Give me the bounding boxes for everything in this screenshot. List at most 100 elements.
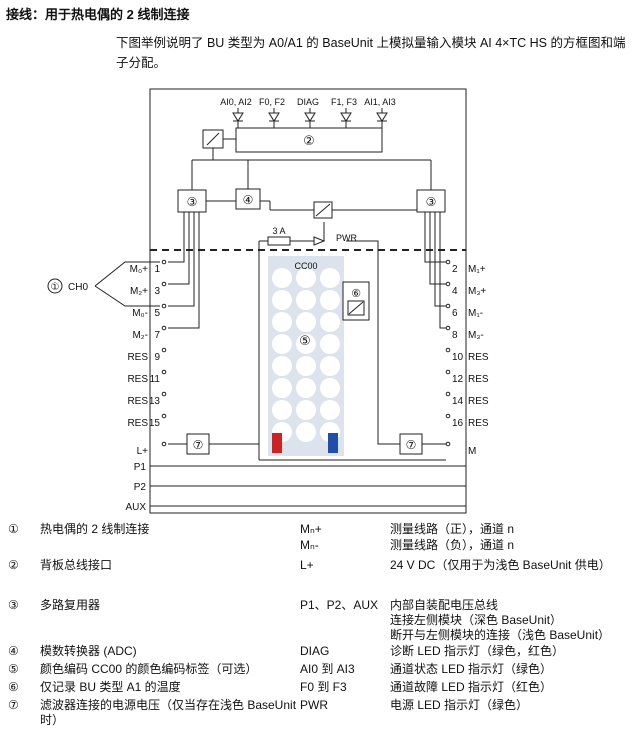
legend-num: ④ (8, 644, 19, 658)
intro-paragraph: 下图举例说明了 BU 类型为 A0/A1 的 BaseUnit 上模拟量输入模块… (116, 36, 626, 70)
legend-sym: PWR (300, 698, 328, 712)
right-terminal-label: RES (468, 374, 489, 385)
thermocouple (94, 261, 160, 307)
bus-label: P1 (134, 462, 147, 473)
svg-text:⑦: ⑦ (193, 438, 204, 452)
legend-row: ⑤ 颜色编码 CC00 的颜色编码标签（可选） AI0 到 AI3 通道状态 LED … (0, 662, 640, 680)
legend-num: ⑥ (8, 680, 19, 694)
fuse (267, 236, 291, 246)
led-label: DIAG (297, 97, 319, 107)
legend-text: 颜色编码 CC00 的颜色编码标签（可选） (40, 662, 258, 676)
legend-sym: AI0 到 AI3 (300, 662, 355, 676)
bus-label: AUX (125, 502, 146, 513)
svg-text:①: ① (51, 282, 60, 293)
right-terminal-number: 14 (452, 396, 464, 407)
terminal-cell (296, 400, 316, 420)
legend-text: 模数转换器 (ADC) (40, 644, 137, 658)
led-label: F1, F3 (331, 97, 357, 107)
led-label: F0, F2 (259, 97, 285, 107)
legend-sym: L+ (300, 558, 314, 572)
terminal-cell (272, 400, 292, 420)
legend-desc: 通道状态 LED 指示灯（绿色） (390, 662, 553, 676)
left-terminal-label: RES (127, 352, 148, 363)
right-terminal-number: 2 (452, 264, 458, 275)
left-terminal-number: 1 (154, 264, 160, 275)
legend-num: ⑤ (8, 662, 19, 676)
terminal-point (161, 441, 167, 447)
legend-desc: 内部自装配电压总线 连接左侧模块（深色 BaseUnit） 断开与左侧模块的连接… (390, 598, 611, 642)
right-terminal-label: M (468, 446, 476, 457)
adc-block (235, 188, 261, 210)
terminal-point (161, 391, 167, 397)
left-terminal-number: 15 (149, 418, 161, 429)
terminal-cell (272, 290, 292, 310)
terminal-point (445, 441, 451, 447)
terminal-point (161, 369, 167, 375)
legend-desc: 电源 LED 指示灯（绿色） (390, 698, 529, 712)
terminal-point (445, 391, 451, 397)
terminal-cell (320, 378, 340, 398)
legend-desc: 诊断 LED 指示灯（绿色，红色） (390, 644, 565, 658)
terminal-cell (296, 334, 316, 354)
legend-num: ③ (8, 598, 19, 612)
right-terminal-label: M₃- (468, 330, 484, 341)
terminal-point (445, 347, 451, 353)
right-terminal-label: RES (468, 396, 489, 407)
left-terminal-label: M₀+ (130, 264, 148, 275)
terminal-cell (320, 356, 340, 376)
left-terminal-number: 7 (154, 330, 160, 341)
left-terminal-number: 11 (150, 374, 161, 385)
right-terminal-label: M₃+ (468, 286, 486, 297)
terminal-cell (272, 334, 292, 354)
right-terminal-number: 10 (452, 352, 464, 363)
red-marker (272, 433, 282, 453)
terminal-cell (320, 312, 340, 332)
svg-text:⑥: ⑥ (351, 288, 361, 300)
legend-desc: 测量线路（负），通道 n (390, 538, 515, 552)
legend-text: 背板总线接口 (40, 558, 113, 572)
pwr-label: PWR (336, 233, 357, 243)
right-terminal-label: M₁- (468, 308, 483, 319)
terminal-cell (296, 268, 316, 288)
left-terminal-label: M₀- (132, 308, 148, 319)
legend-sym: F0 到 F3 (300, 680, 347, 694)
right-terminal-label: RES (468, 352, 489, 363)
terminal-cell (296, 356, 316, 376)
legend-text: 仅记录 BU 类型 A1 的温度 (40, 680, 181, 694)
color-code-label: CC00 (294, 261, 317, 271)
legend-num: ① (8, 522, 19, 536)
terminal-point (161, 281, 167, 287)
terminal-point (445, 325, 451, 331)
multiplexer-right (416, 189, 446, 213)
terminal-cell (272, 356, 292, 376)
legend-num: ② (8, 558, 19, 572)
right-terminal-number: 16 (452, 418, 464, 429)
terminal-cell (272, 268, 292, 288)
terminal-cell (296, 378, 316, 398)
left-terminal-label: RES (127, 396, 148, 407)
right-terminal-label: M₁+ (468, 264, 486, 275)
channel-label: CH0 (68, 282, 88, 293)
legend-row: Mₙ- 测量线路（负），通道 n (0, 538, 640, 556)
right-terminal-label: RES (468, 418, 489, 429)
terminal-point (445, 303, 451, 309)
legend-sym: Mₙ+ (300, 522, 322, 536)
left-terminal-number: 13 (149, 396, 161, 407)
fuse-label: 3 A (272, 226, 285, 236)
legend-sym: DIAG (300, 644, 330, 658)
blue-marker (328, 433, 338, 453)
legend-num: ⑦ (8, 698, 19, 712)
legend-sym: Mₙ- (300, 538, 319, 552)
right-terminal-number: 12 (452, 374, 464, 385)
left-terminal-label: L+ (137, 446, 149, 457)
left-terminal-label: M₂+ (130, 286, 148, 297)
right-terminal-number: 4 (452, 286, 458, 297)
terminal-cell (296, 312, 316, 332)
terminal-point (445, 413, 451, 419)
legend-text: 热电偶的 2 线制连接 (40, 522, 150, 536)
right-terminal-number: 8 (452, 330, 458, 341)
